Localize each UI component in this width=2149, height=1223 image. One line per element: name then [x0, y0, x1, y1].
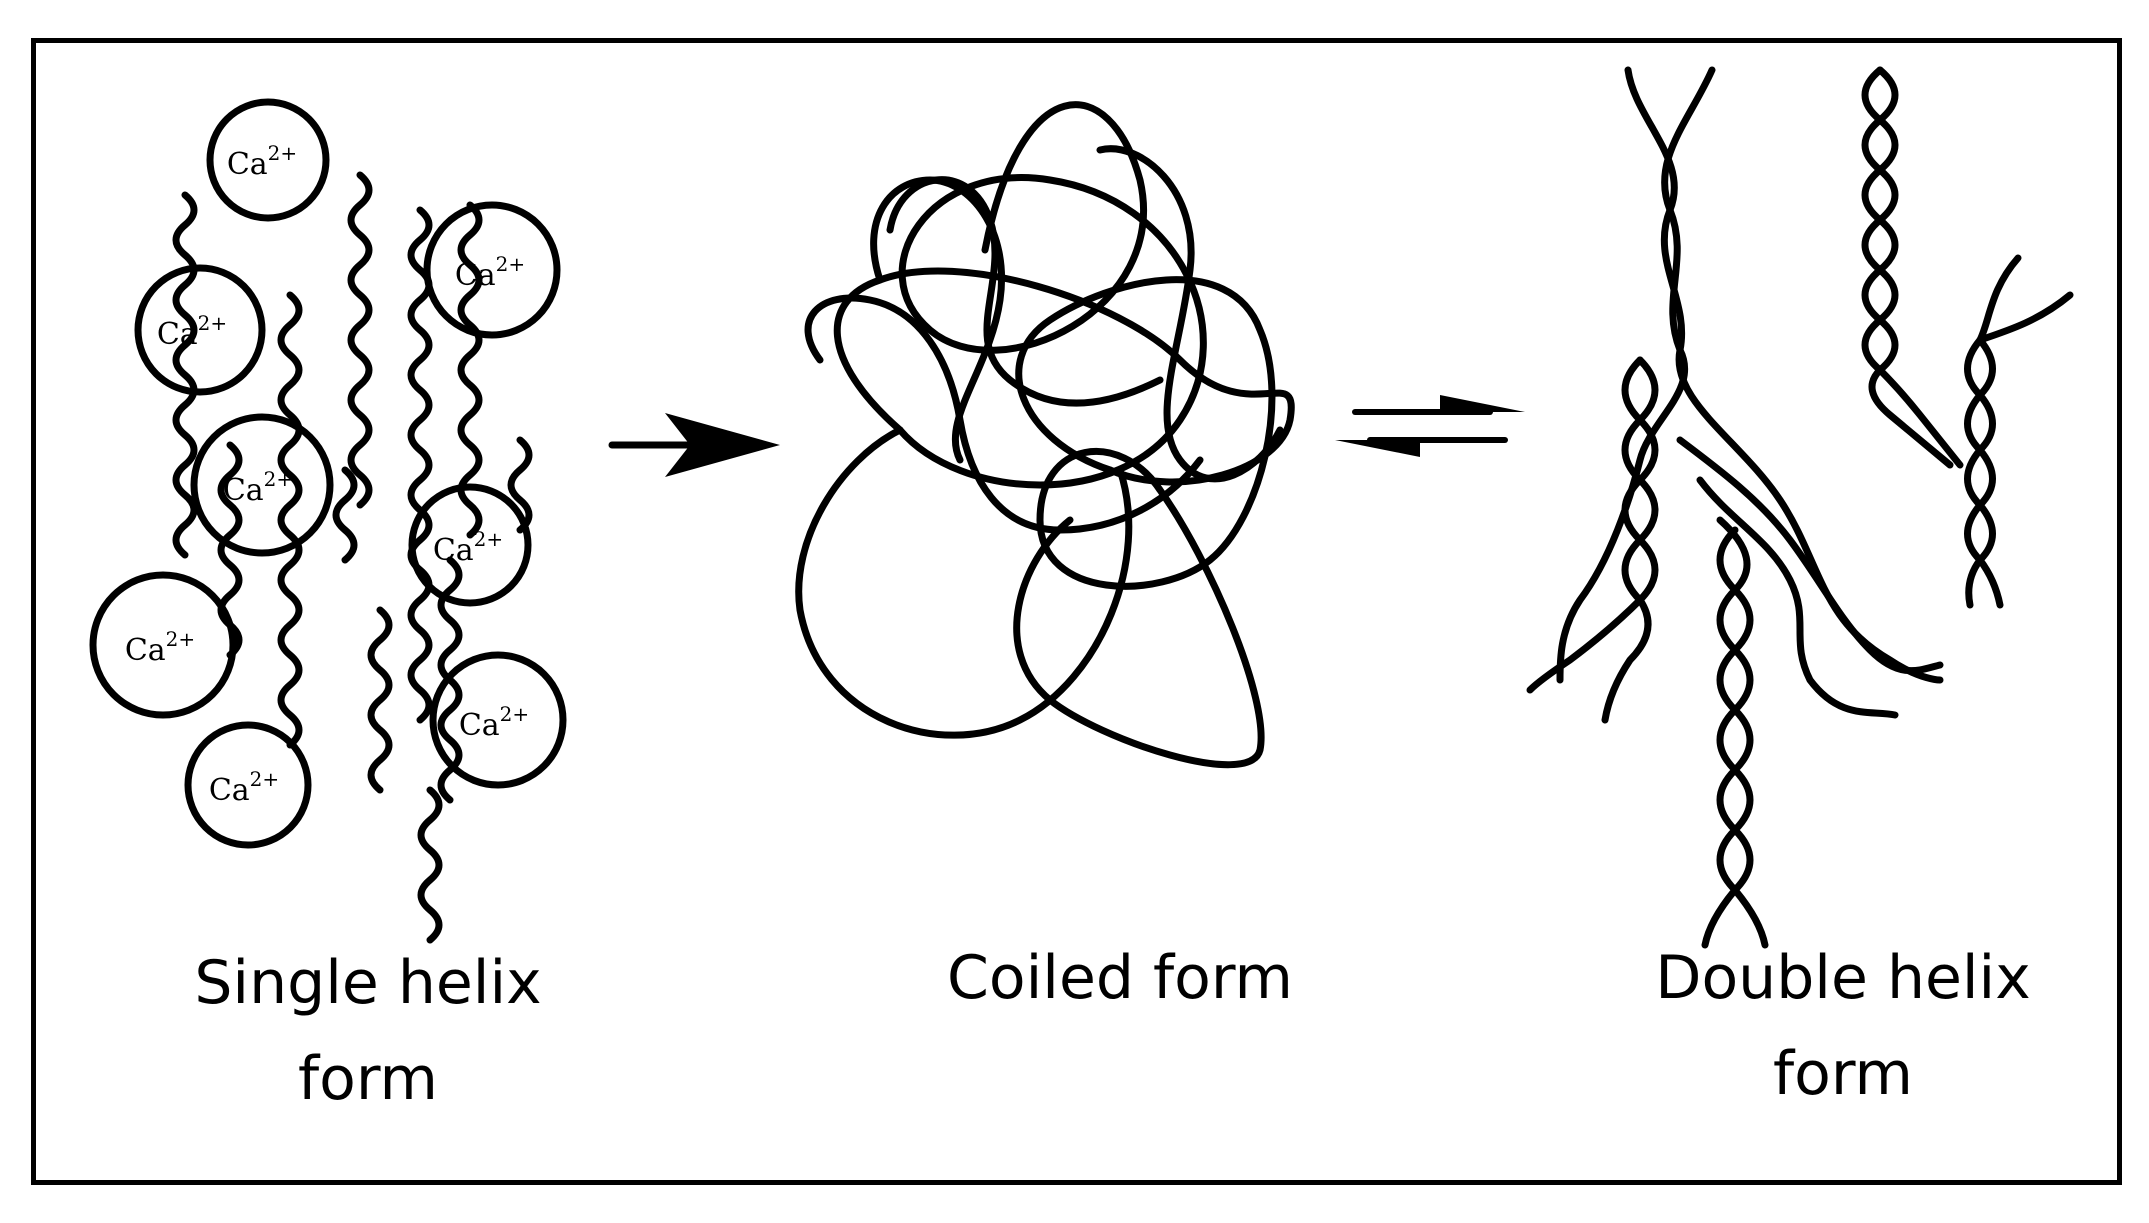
- single-helix-strand: [367, 606, 393, 794]
- calcium-ion-circle: [134, 264, 266, 396]
- double-helix-strand: [1556, 66, 1716, 684]
- coil-loop: [1096, 145, 1284, 483]
- double-helix-caption-line2: form: [1773, 1039, 1913, 1109]
- double-helix-strand: [1701, 526, 1754, 949]
- single-helix-panel: [89, 98, 567, 944]
- single-helix-caption-line2: form: [298, 1044, 438, 1114]
- single-helix-strand: [172, 191, 198, 559]
- coil-loop: [896, 101, 1207, 489]
- single-helix-strand: [417, 786, 443, 944]
- calcium-ion-label: Ca2+: [227, 141, 297, 182]
- calcium-ion-circle: [408, 483, 532, 607]
- coil-loop: [1013, 447, 1265, 769]
- single-helix-strand: [277, 291, 303, 749]
- single-helix-strand: [507, 436, 533, 534]
- double-helix-strand: [1526, 356, 1659, 694]
- calcium-ion-label: Ca2+: [209, 767, 279, 808]
- calcium-ion-circle: [89, 571, 237, 719]
- equilibrium-arrows: [1335, 395, 1525, 457]
- calcium-ion-labels: Ca2+ Ca2+ Ca2+ Ca2+ Ca2+ Ca2+ Ca2+ Ca2+: [125, 141, 529, 808]
- double-helix-strand: [1624, 66, 1944, 684]
- calcium-ion-circle: [429, 651, 567, 789]
- single-helix-strand: [347, 171, 373, 509]
- calcium-ion-label: Ca2+: [433, 527, 503, 568]
- coil-loop: [795, 426, 1133, 739]
- double-helix-strand: [1716, 516, 1769, 949]
- single-helix-strand: [457, 201, 483, 539]
- single-helix-caption: Single helix form: [108, 935, 628, 1127]
- calcium-ion-label: Ca2+: [455, 252, 525, 293]
- calcium-ion-label: Ca2+: [157, 311, 227, 352]
- calcium-ion-label: Ca2+: [223, 467, 293, 508]
- single-helix-strand: [332, 466, 358, 564]
- double-helix-strand: [1676, 436, 1944, 675]
- double-helix-strand: [1861, 66, 1964, 469]
- double-helix-caption: Double helix form: [1583, 930, 2103, 1122]
- forward-arrow: [608, 413, 780, 477]
- coil-loop: [1015, 276, 1276, 590]
- double-helix-panel: [1526, 66, 2074, 949]
- calcium-ion-circle: [206, 98, 330, 222]
- calcium-ion-circle: [190, 413, 334, 557]
- coiled-form-caption-line1: Coiled form: [947, 943, 1293, 1013]
- single-helix-strand: [407, 206, 433, 724]
- coil-loop: [870, 176, 1005, 464]
- coiled-form-panel: [795, 101, 1295, 769]
- double-helix-caption-line1: Double helix: [1655, 943, 2031, 1013]
- double-helix-strand: [1696, 476, 1899, 719]
- single-helix-caption-line1: Single helix: [194, 948, 542, 1018]
- coiled-form-caption: Coiled form: [860, 930, 1380, 1026]
- double-helix-strand: [1601, 356, 1659, 724]
- diagram-frame: [31, 38, 2122, 1185]
- calcium-ion-label: Ca2+: [125, 627, 195, 668]
- calcium-ion-circle: [184, 721, 312, 849]
- double-helix-strand: [1964, 291, 2074, 609]
- calcium-ion-circle: [423, 201, 561, 339]
- calcium-ion-label: Ca2+: [459, 702, 529, 743]
